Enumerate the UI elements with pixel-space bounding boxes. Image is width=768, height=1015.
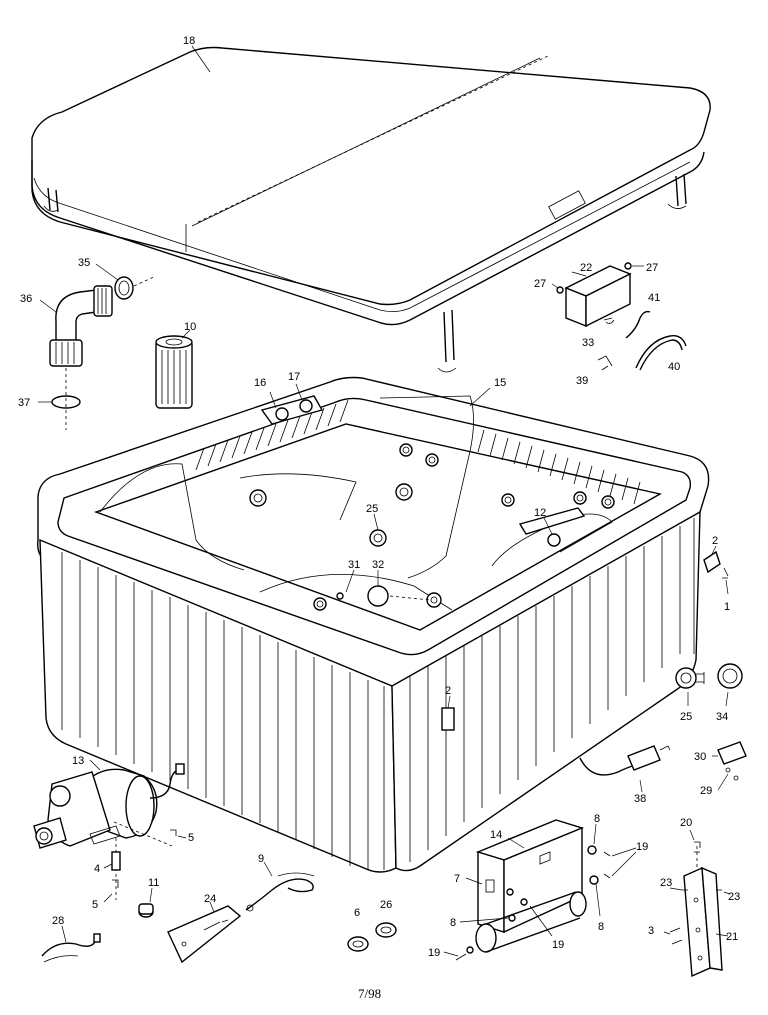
callout-39: 39 (576, 375, 588, 387)
bushing: 11 (138, 877, 159, 918)
pump-motor: 13 5 4 5 (33, 755, 194, 911)
callout-24: 24 (204, 893, 216, 905)
callout-32: 32 (372, 559, 384, 571)
callout-21: 21 (726, 931, 738, 943)
callout-5-bottom: 5 (92, 899, 98, 911)
switch-bracket: 30 29 (694, 741, 747, 797)
callout-25-right: 25 (680, 711, 692, 723)
callout-19-mid: 19 (552, 939, 564, 951)
gaskets: 6 26 (347, 899, 397, 952)
callout-3: 3 (648, 925, 654, 937)
callout-8-right: 8 (598, 921, 604, 933)
heater: 14 8 19 7 8 19 8 19 (428, 813, 648, 961)
callout-36: 36 (20, 293, 32, 305)
callout-9: 9 (258, 853, 264, 865)
callout-12: 12 (534, 507, 546, 519)
callout-30: 30 (694, 751, 706, 763)
callout-29: 29 (700, 785, 712, 797)
callout-17: 17 (288, 371, 300, 383)
callout-20: 20 (680, 817, 692, 829)
bracket-right-group: 2 1 (703, 535, 730, 613)
callout-41: 41 (648, 292, 660, 304)
callout-15: 15 (494, 377, 506, 389)
callout-23-left: 23 (660, 877, 672, 889)
callout-35: 35 (78, 257, 90, 269)
mounting-plate: 24 (167, 893, 242, 964)
heater-bracket: 20 23 23 3 21 (648, 817, 740, 978)
pressure-switch: 38 (579, 745, 671, 805)
hot-tub-shell: 2 16 17 15 12 25 31 32 (37, 371, 710, 873)
callout-27-left: 27 (534, 278, 546, 290)
drawing-date-code: 7/98 (358, 986, 381, 1001)
callout-6: 6 (354, 907, 360, 919)
callout-4: 4 (94, 863, 100, 875)
callout-22: 22 (580, 262, 592, 274)
callout-19-bottom: 19 (428, 947, 440, 959)
callout-31: 31 (348, 559, 360, 571)
callout-26-right: 26 (380, 899, 392, 911)
callout-33: 33 (582, 337, 594, 349)
callout-5-right: 5 (188, 832, 194, 844)
callout-13: 13 (72, 755, 84, 767)
control-box-group: 22 27 27 41 33 39 40 (534, 262, 687, 387)
callout-7: 7 (454, 873, 460, 885)
callout-2-front: 2 (445, 685, 451, 697)
drain-fitting-group: 35 36 37 (18, 257, 157, 430)
callout-40: 40 (668, 361, 680, 373)
loose-jet-parts: 25 34 (675, 663, 743, 723)
callout-28: 28 (52, 915, 64, 927)
callout-25-tub: 25 (366, 503, 378, 515)
callout-8-left: 8 (450, 917, 456, 929)
sensor-cord: 28 (41, 915, 101, 963)
power-cord: 9 (245, 853, 315, 912)
callout-19-right: 19 (636, 841, 648, 853)
callout-18: 18 (183, 35, 195, 47)
callout-34: 34 (716, 711, 728, 723)
callout-8-top: 8 (594, 813, 600, 825)
filter-cartridge: 10 (155, 321, 196, 409)
callout-38: 38 (634, 793, 646, 805)
callout-2-right: 2 (712, 535, 718, 547)
callout-10: 10 (184, 321, 196, 333)
callout-14: 14 (490, 829, 502, 841)
callout-37: 37 (18, 397, 30, 409)
callout-11: 11 (148, 877, 159, 889)
callout-16: 16 (254, 377, 266, 389)
callout-27-right: 27 (646, 262, 658, 274)
spa-cover: 18 (31, 35, 711, 373)
callout-23-right: 23 (728, 891, 740, 903)
callout-1: 1 (724, 601, 730, 613)
